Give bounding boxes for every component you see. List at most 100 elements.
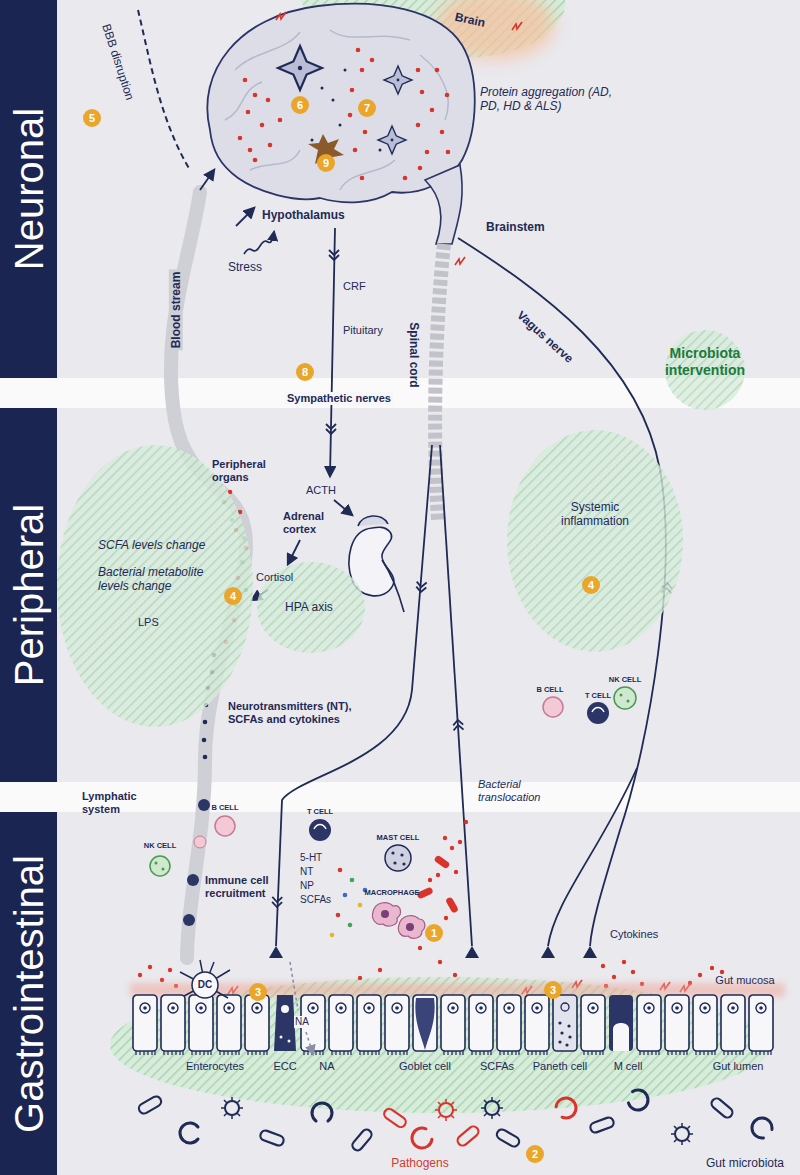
nerve-ending — [583, 946, 597, 958]
cell-label: T CELL — [585, 692, 611, 700]
enterocyte — [133, 995, 773, 1055]
section-title: Peripheral — [9, 504, 49, 686]
protein-aggregate — [248, 148, 253, 153]
enterocyte — [133, 995, 157, 1055]
vessel-cell — [198, 799, 210, 811]
label-holder: MAST CELL — [377, 834, 420, 842]
protein-aggregate — [360, 68, 365, 73]
goblet-cell — [413, 995, 437, 1051]
translocating-bacteria — [418, 946, 422, 950]
nerve-label: Spinal cord — [407, 322, 421, 387]
organ-label: Brain — [453, 10, 486, 30]
protein-aggregate — [420, 90, 425, 95]
protein-aggregate — [446, 150, 451, 155]
microbe — [627, 1088, 651, 1113]
protein-aggregate — [360, 176, 365, 181]
section-divider — [0, 378, 800, 812]
goblet-cell — [413, 995, 437, 1051]
label-holder: 4 — [224, 587, 242, 605]
nerve — [276, 445, 432, 946]
paneth-cell — [567, 1024, 570, 1027]
label-holder: 9 — [317, 154, 335, 172]
label-holder: 8 — [296, 363, 314, 381]
enterocyte — [525, 995, 549, 1055]
nerve-label: Vagus nerve — [514, 308, 576, 366]
label-holder: BBB disruption — [99, 22, 137, 102]
astrocyte — [278, 46, 412, 154]
enterocyte — [441, 995, 465, 1055]
translocating-bacteria — [445, 896, 459, 913]
immune-cell — [592, 708, 604, 713]
blood-metabolite — [202, 738, 207, 743]
cytokine-dot — [148, 965, 152, 969]
callout-number: 7 — [358, 99, 376, 117]
protein-aggregate — [348, 113, 353, 118]
enterocyte — [385, 995, 409, 1055]
text-holder: SCFA levels change — [98, 538, 248, 552]
label-holder: Pathogens — [391, 1156, 448, 1170]
enteroendocrine-cell — [280, 1036, 283, 1039]
label-holder: Spinal cord — [407, 322, 421, 387]
paneth-cell — [560, 1031, 563, 1034]
bbb-line — [138, 10, 190, 170]
label-holder: Gut microbiota — [706, 1156, 784, 1170]
section-band: Gastrointestinal — [0, 812, 57, 1175]
protein-aggregate — [445, 93, 450, 98]
brain-outline — [425, 165, 462, 244]
label-holder: Goblet cell — [399, 1060, 451, 1073]
cell-label: B CELL — [536, 686, 563, 694]
direction-chevron — [329, 250, 339, 260]
m-cell — [609, 995, 633, 1051]
molecule-label: Cytokines — [610, 928, 658, 941]
kidney — [382, 560, 404, 612]
signal-molecule — [358, 903, 363, 908]
nerve — [440, 445, 472, 946]
protein-aggregate — [350, 88, 355, 93]
microbe — [137, 1088, 775, 1153]
inflammation-region: Systemic inflammation — [505, 428, 685, 654]
cytokine-dot — [622, 960, 626, 964]
cytokine-dot — [168, 968, 172, 972]
label-holder: Stress — [228, 260, 262, 274]
microbe — [710, 1096, 735, 1119]
dendritic-cell — [180, 960, 230, 998]
process-label: Bacterial translocation — [478, 778, 568, 804]
label-holder: NK CELL — [144, 842, 177, 850]
immune-cell — [402, 862, 405, 865]
kidney — [358, 516, 388, 526]
arrow — [200, 170, 214, 190]
protein-aggregate — [246, 110, 251, 115]
damage-mark — [512, 22, 522, 30]
pathogen — [435, 1099, 457, 1121]
protein-aggregate — [278, 118, 283, 123]
hpa-arrow — [330, 228, 335, 476]
label-holder: Sympathetic nerves — [285, 392, 393, 405]
immune-cell — [381, 910, 389, 918]
text-holder: Peripheral — [9, 504, 49, 686]
protein-aggregate — [243, 78, 248, 83]
label-holder: LPS — [138, 616, 159, 629]
cytokine-dot — [138, 973, 142, 977]
hormone-label: Cortisol — [256, 571, 293, 584]
microbe — [481, 1097, 503, 1119]
cytokine-dot — [698, 973, 702, 977]
microbe — [221, 1097, 243, 1119]
label-holder: NA — [294, 1016, 310, 1028]
brain-outline — [207, 4, 474, 203]
hormone-label: CRF — [343, 280, 366, 293]
stress-wave — [244, 232, 274, 254]
callout-number: 4 — [582, 576, 600, 594]
vessel-cell — [187, 874, 199, 886]
label-holder: 5 — [83, 109, 101, 127]
immune-cell — [391, 851, 394, 854]
label-holder: NT — [300, 866, 313, 878]
label-holder: 1 — [425, 924, 443, 942]
enterocyte — [217, 995, 241, 1055]
cell-label: DC — [198, 979, 212, 991]
paneth-cell — [553, 995, 577, 1051]
callout-number: 2 — [526, 1145, 544, 1163]
astrocyte — [278, 46, 322, 90]
tau-dot — [339, 124, 342, 127]
hpa-arrow — [334, 500, 352, 515]
